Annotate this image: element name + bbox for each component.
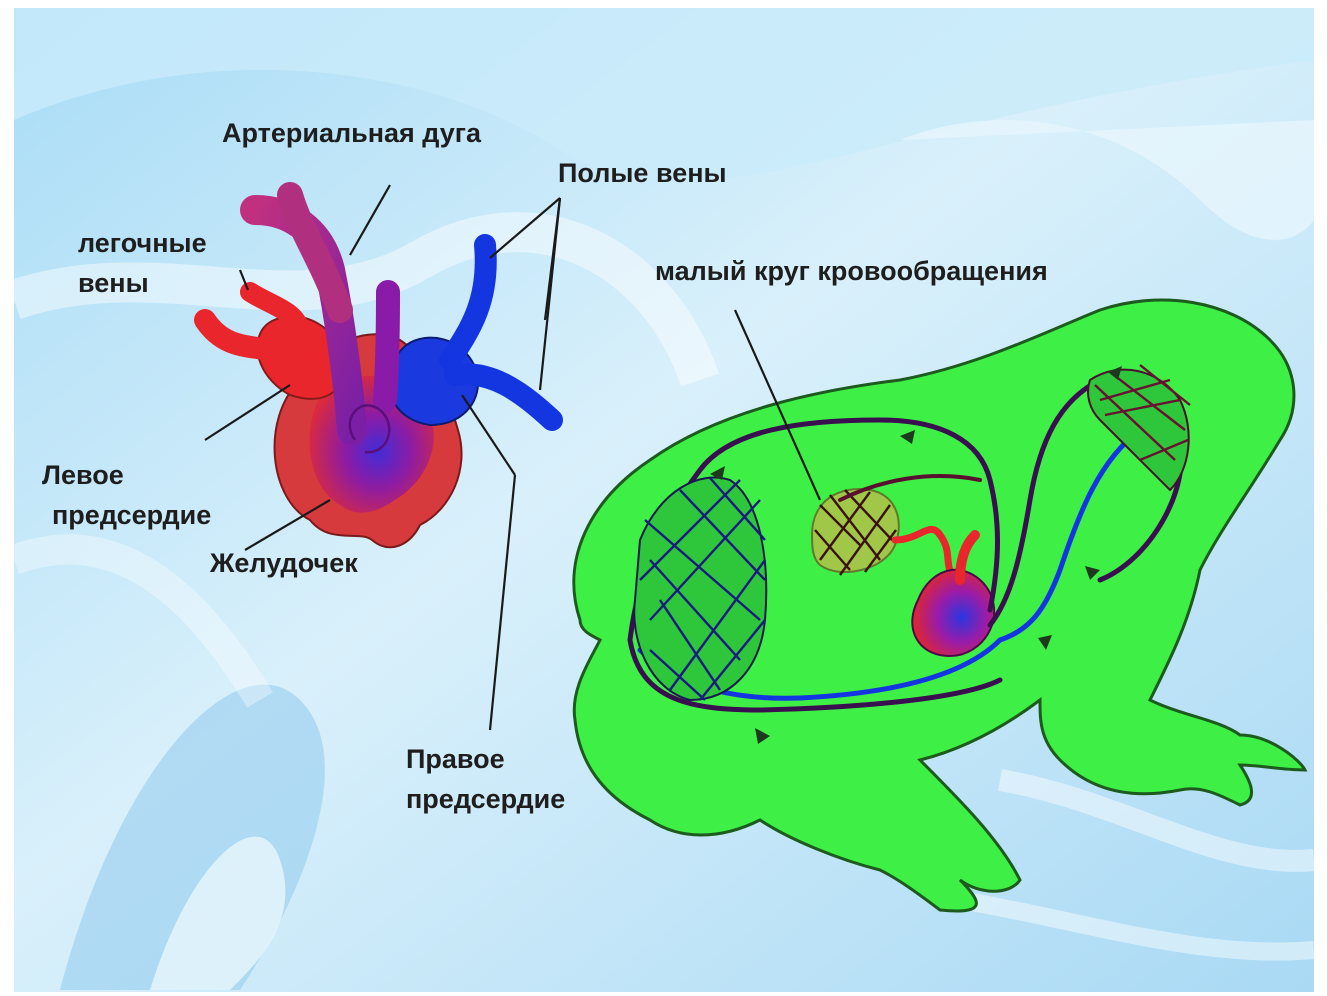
label-left-atrium-line2: предсердие [52,500,211,530]
label-pulmonary-veins-line2: вены [78,268,149,298]
label-ventricle: Желудочек [209,548,358,578]
label-arterial-arch: Артериальная дуга [222,118,482,148]
label-right-atrium-line1: Правое [406,744,505,774]
label-right-atrium-line2: предсердие [406,784,565,814]
aortic-stub [385,292,388,400]
label-pulmonary-veins-line1: легочные [78,228,207,258]
label-left-atrium-line1: Левое [42,460,124,490]
label-pulmonary-circulation: малый круг кровообращения [655,256,1048,286]
label-vena-cava: Полые вены [558,158,727,188]
